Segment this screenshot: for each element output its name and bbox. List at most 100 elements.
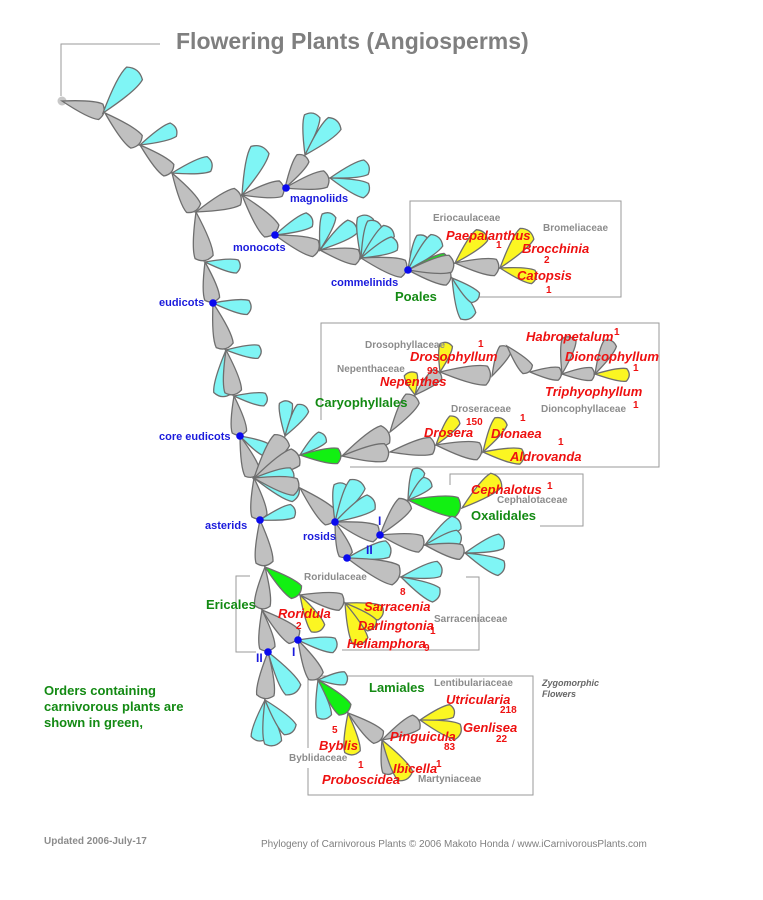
leaf-petal [241,144,270,197]
branch-petal [528,366,563,381]
leaf-petal [202,258,241,274]
genus-label-habropetalum: Habropetalum [526,329,614,344]
branch-petal [594,339,618,376]
eudicots-node [209,299,217,307]
genus-label-brocchinia: Brocchinia [522,241,590,256]
genus-label-proboscidea: Proboscidea [322,772,401,787]
leaf-petal [295,636,338,654]
order-label-oxalidales: Oxalidales [471,508,537,523]
carnivorous-genus-petal [434,415,461,447]
genus-label-byblis: Byblis [319,738,359,753]
leaf-petal [333,494,376,524]
leaf-petal [169,155,213,175]
branch-petal [452,257,500,277]
asterids-node [256,516,264,524]
poales-group-box [409,200,622,298]
leaf-petal [359,236,399,259]
branch-petal [138,143,175,177]
family-label-lentibulariaceae: Lentibulariaceae [434,678,513,689]
rosids-node [331,518,339,526]
carnivorous-genus-petal [417,704,456,721]
family-label-cephalotaceae: Cephalotaceae [497,495,568,506]
genus-label-nepenthes: Nepenthes [380,374,447,389]
species-count-drosera: 150 [466,417,483,428]
asterids-i-node [294,636,302,644]
branch-petal [194,187,243,213]
leaf-petal [231,392,268,407]
family-label-nepenthaceae: Nepenthaceae [337,364,405,375]
leaf-petal [283,403,310,438]
leaf-petal [138,122,178,146]
carnivorous-genus-petal [438,341,454,374]
order-label-caryophyllales: Caryophyllales [315,395,408,410]
carnivorous-order-petal [263,565,303,600]
carnivorous-genus-petal [497,266,538,285]
branch-petal [345,557,401,586]
branch-petal [358,256,408,278]
lamiales-group-box [307,675,534,796]
branch-petal [298,486,339,526]
branch-petal [192,209,214,262]
leaf-petal [298,431,328,457]
branch-petal [437,364,492,386]
carnivorous-genus-petal [343,710,361,756]
copyright-footer: Phylogeny of Carnivorous Plants © 2006 M… [261,839,647,850]
family-label-drosophyllaceae: Drosophyllaceae [365,340,446,351]
leaf-petal [210,298,252,316]
branch-petal [387,436,436,456]
species-count-catopsis: 1 [546,285,552,296]
branch-petal [170,171,202,214]
species-count-roridula: 2 [296,621,302,632]
branch-petal [559,366,595,382]
leaf-petal [406,476,433,502]
oxalidales-group-box [449,473,584,527]
carnivorous-genus-petal [403,371,419,397]
clade-label-monocots: monocots [233,242,286,254]
carnivorous-genus-petal [498,227,535,270]
species-count-nepenthes: 93 [427,366,439,377]
leaf-petal [266,650,302,696]
family-label-dioncophyllaceae: Dioncophyllaceae [541,404,627,415]
species-count-utricularia: 218 [500,705,517,716]
leaf-petal [318,212,337,253]
genus-label-paepalanthus: Paepalanthus [446,228,531,243]
leaf-petal [399,576,441,603]
species-count-brocchinia: 2 [544,255,550,266]
branch-petal [559,336,577,377]
leaf-petal [303,116,342,157]
species-count-triphyophyllum: 1 [633,400,639,411]
species-count-aldrovanda: 1 [558,437,564,448]
rosids-ii-node [343,554,351,562]
order-label-lamiales: Lamiales [369,680,425,695]
genus-label-catopsis: Catopsis [517,268,572,283]
family-label-roridulaceae: Roridulaceae [304,572,367,583]
carnivorous-genus-petal [481,416,508,454]
species-count-proboscidea: 1 [358,760,364,771]
species-count-byblis: 5 [332,725,338,736]
family-label-martyniaceae: Martyniaceae [418,774,482,785]
clade-label-magnoliids: magnoliids [290,193,349,205]
genus-label-aldrovanda: Aldrovanda [510,449,582,464]
leaf-petal [273,212,314,236]
title-connector-line [60,43,160,96]
carnivorous-genus-petal [344,601,369,646]
leaf-petal [450,276,481,304]
carnivorous-order-petal [405,495,462,518]
asterids-ii-node [264,648,272,656]
family-label-bromeliaceae: Bromeliaceae [543,223,609,234]
clade-label-core-eudicots: core eudicots [159,431,231,443]
leaf-petal [398,560,443,580]
carnivorous-genus-petal [417,719,462,740]
branch-petal [405,254,455,275]
caryophyllales-group-box [320,322,660,468]
branch-petal [251,475,300,496]
species-count-sarracenia: 8 [400,587,406,598]
carnivorous-genus-petal [453,229,489,265]
family-label-eriocaulaceae: Eriocaulaceae [433,213,501,224]
branch-petal [254,517,274,567]
family-label-droseraceae: Droseraceae [451,404,512,415]
species-count-pinguicula: 83 [444,742,456,753]
leaf-petal [315,677,333,720]
species-count-heliamphora: 9 [424,643,430,654]
genus-label-cephalotus: Cephalotus [471,482,542,497]
